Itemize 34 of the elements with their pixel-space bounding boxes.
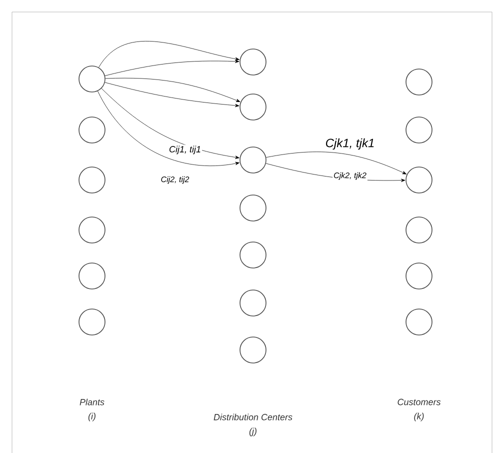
- column-label: (j): [249, 428, 256, 436]
- node-circle: [406, 262, 432, 290]
- edge-label: Cij1, tij1: [168, 144, 202, 156]
- arrow: [266, 152, 407, 174]
- node-circle: [406, 68, 432, 96]
- column-label: (i): [88, 412, 96, 422]
- node-circle: [78, 308, 106, 336]
- node-circle: [78, 116, 106, 144]
- node-circle: [406, 166, 432, 194]
- edge-label: Cjk1, tjk1: [324, 137, 376, 151]
- node-circle: [240, 48, 266, 76]
- edge-label: Cjk2, tjk2: [332, 171, 368, 181]
- node-circle: [78, 166, 106, 194]
- column-label: Distribution Centers: [214, 414, 292, 420]
- column-label: (k): [414, 412, 424, 422]
- arrow: [104, 60, 240, 76]
- node-circle: [240, 290, 266, 316]
- node-circle: [240, 146, 266, 174]
- node-circle: [78, 66, 106, 92]
- node-circle: [240, 194, 266, 222]
- column-label: Customers: [398, 398, 441, 406]
- node-circle: [240, 242, 266, 268]
- node-circle: [406, 116, 432, 144]
- node-circle: [240, 94, 266, 120]
- node-circle: [406, 216, 432, 244]
- arrow: [98, 40, 240, 68]
- column-label: Plants: [80, 398, 104, 406]
- arrow: [104, 82, 240, 108]
- node-circle: [240, 336, 266, 364]
- node-circle: [78, 216, 106, 244]
- arrow: [105, 78, 240, 102]
- node-circle: [78, 262, 106, 290]
- node-circle: [406, 308, 432, 336]
- edge-label: Cij2, tij2: [160, 175, 190, 185]
